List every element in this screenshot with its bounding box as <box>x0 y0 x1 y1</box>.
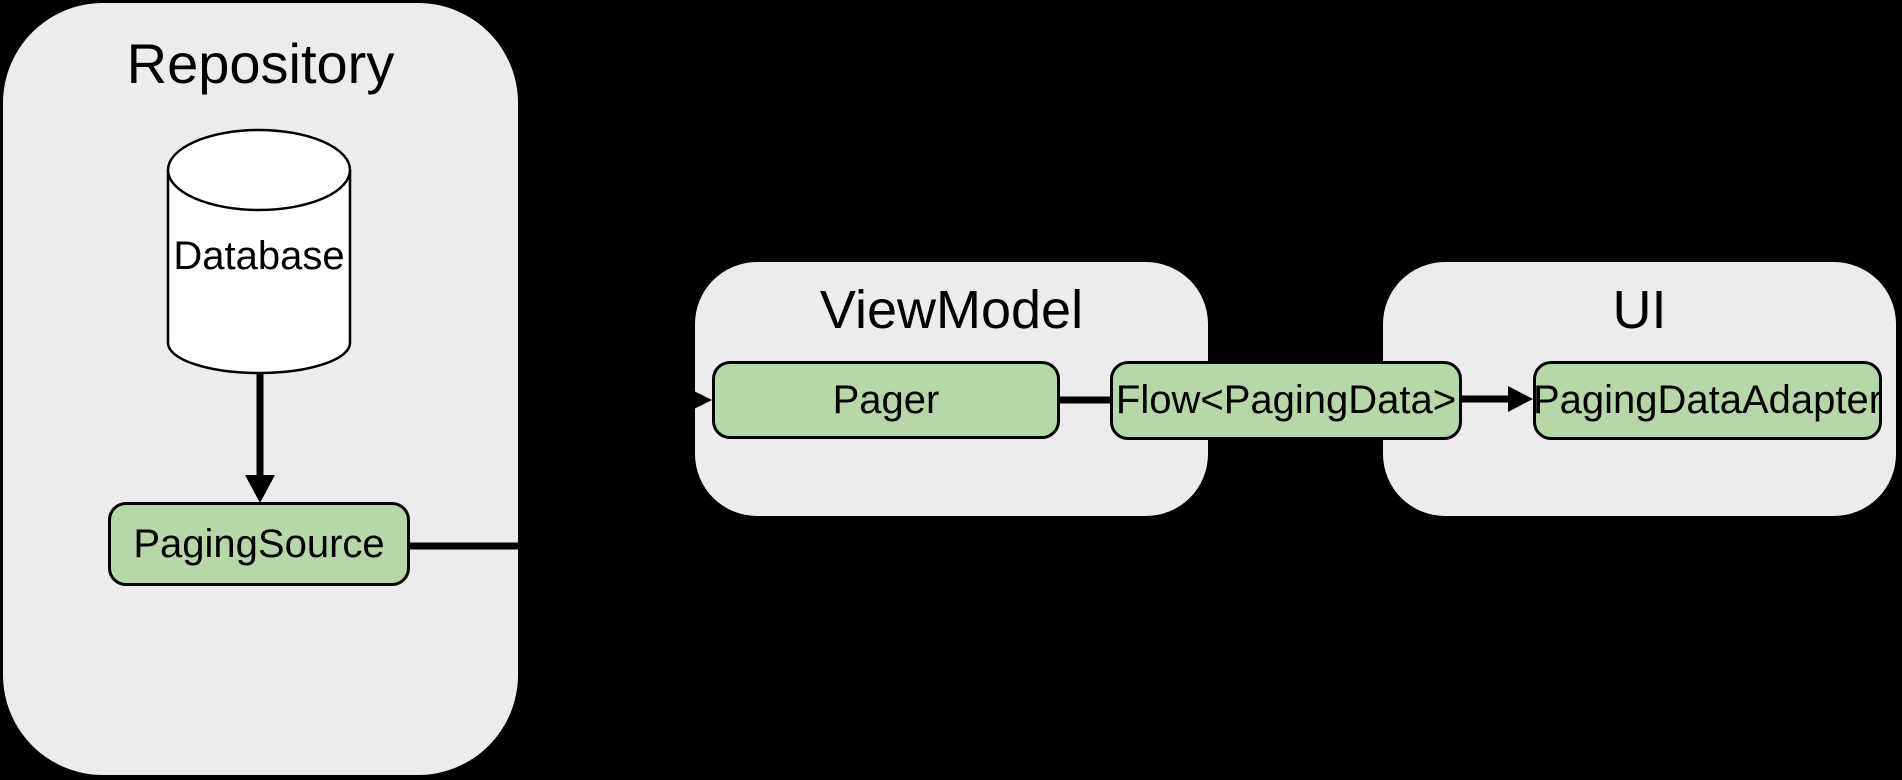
repository-title: Repository <box>126 32 395 95</box>
node-pager: Pager <box>712 361 1060 439</box>
ui-title: UI <box>1612 280 1667 340</box>
database-label: Database <box>173 234 345 278</box>
flow-pagingdata-label: Flow<PagingData> <box>1115 378 1457 422</box>
arrow-pagingsource-to-pager <box>410 386 712 550</box>
node-flow-pagingdata: Flow<PagingData> <box>1110 361 1462 440</box>
arrow-flow-to-pagingdataadapter <box>1462 386 1533 412</box>
node-paging-data-adapter: PagingDataAdapter <box>1533 361 1882 440</box>
node-paging-source: PagingSource <box>108 502 410 586</box>
viewmodel-title: ViewModel <box>819 280 1084 340</box>
paging-data-adapter-label: PagingDataAdapter <box>1532 378 1883 422</box>
pager-label: Pager <box>832 377 940 422</box>
paging-source-label: PagingSource <box>133 521 385 566</box>
arrow-database-to-pagingsource <box>245 373 275 503</box>
database-cylinder-icon <box>166 128 352 375</box>
